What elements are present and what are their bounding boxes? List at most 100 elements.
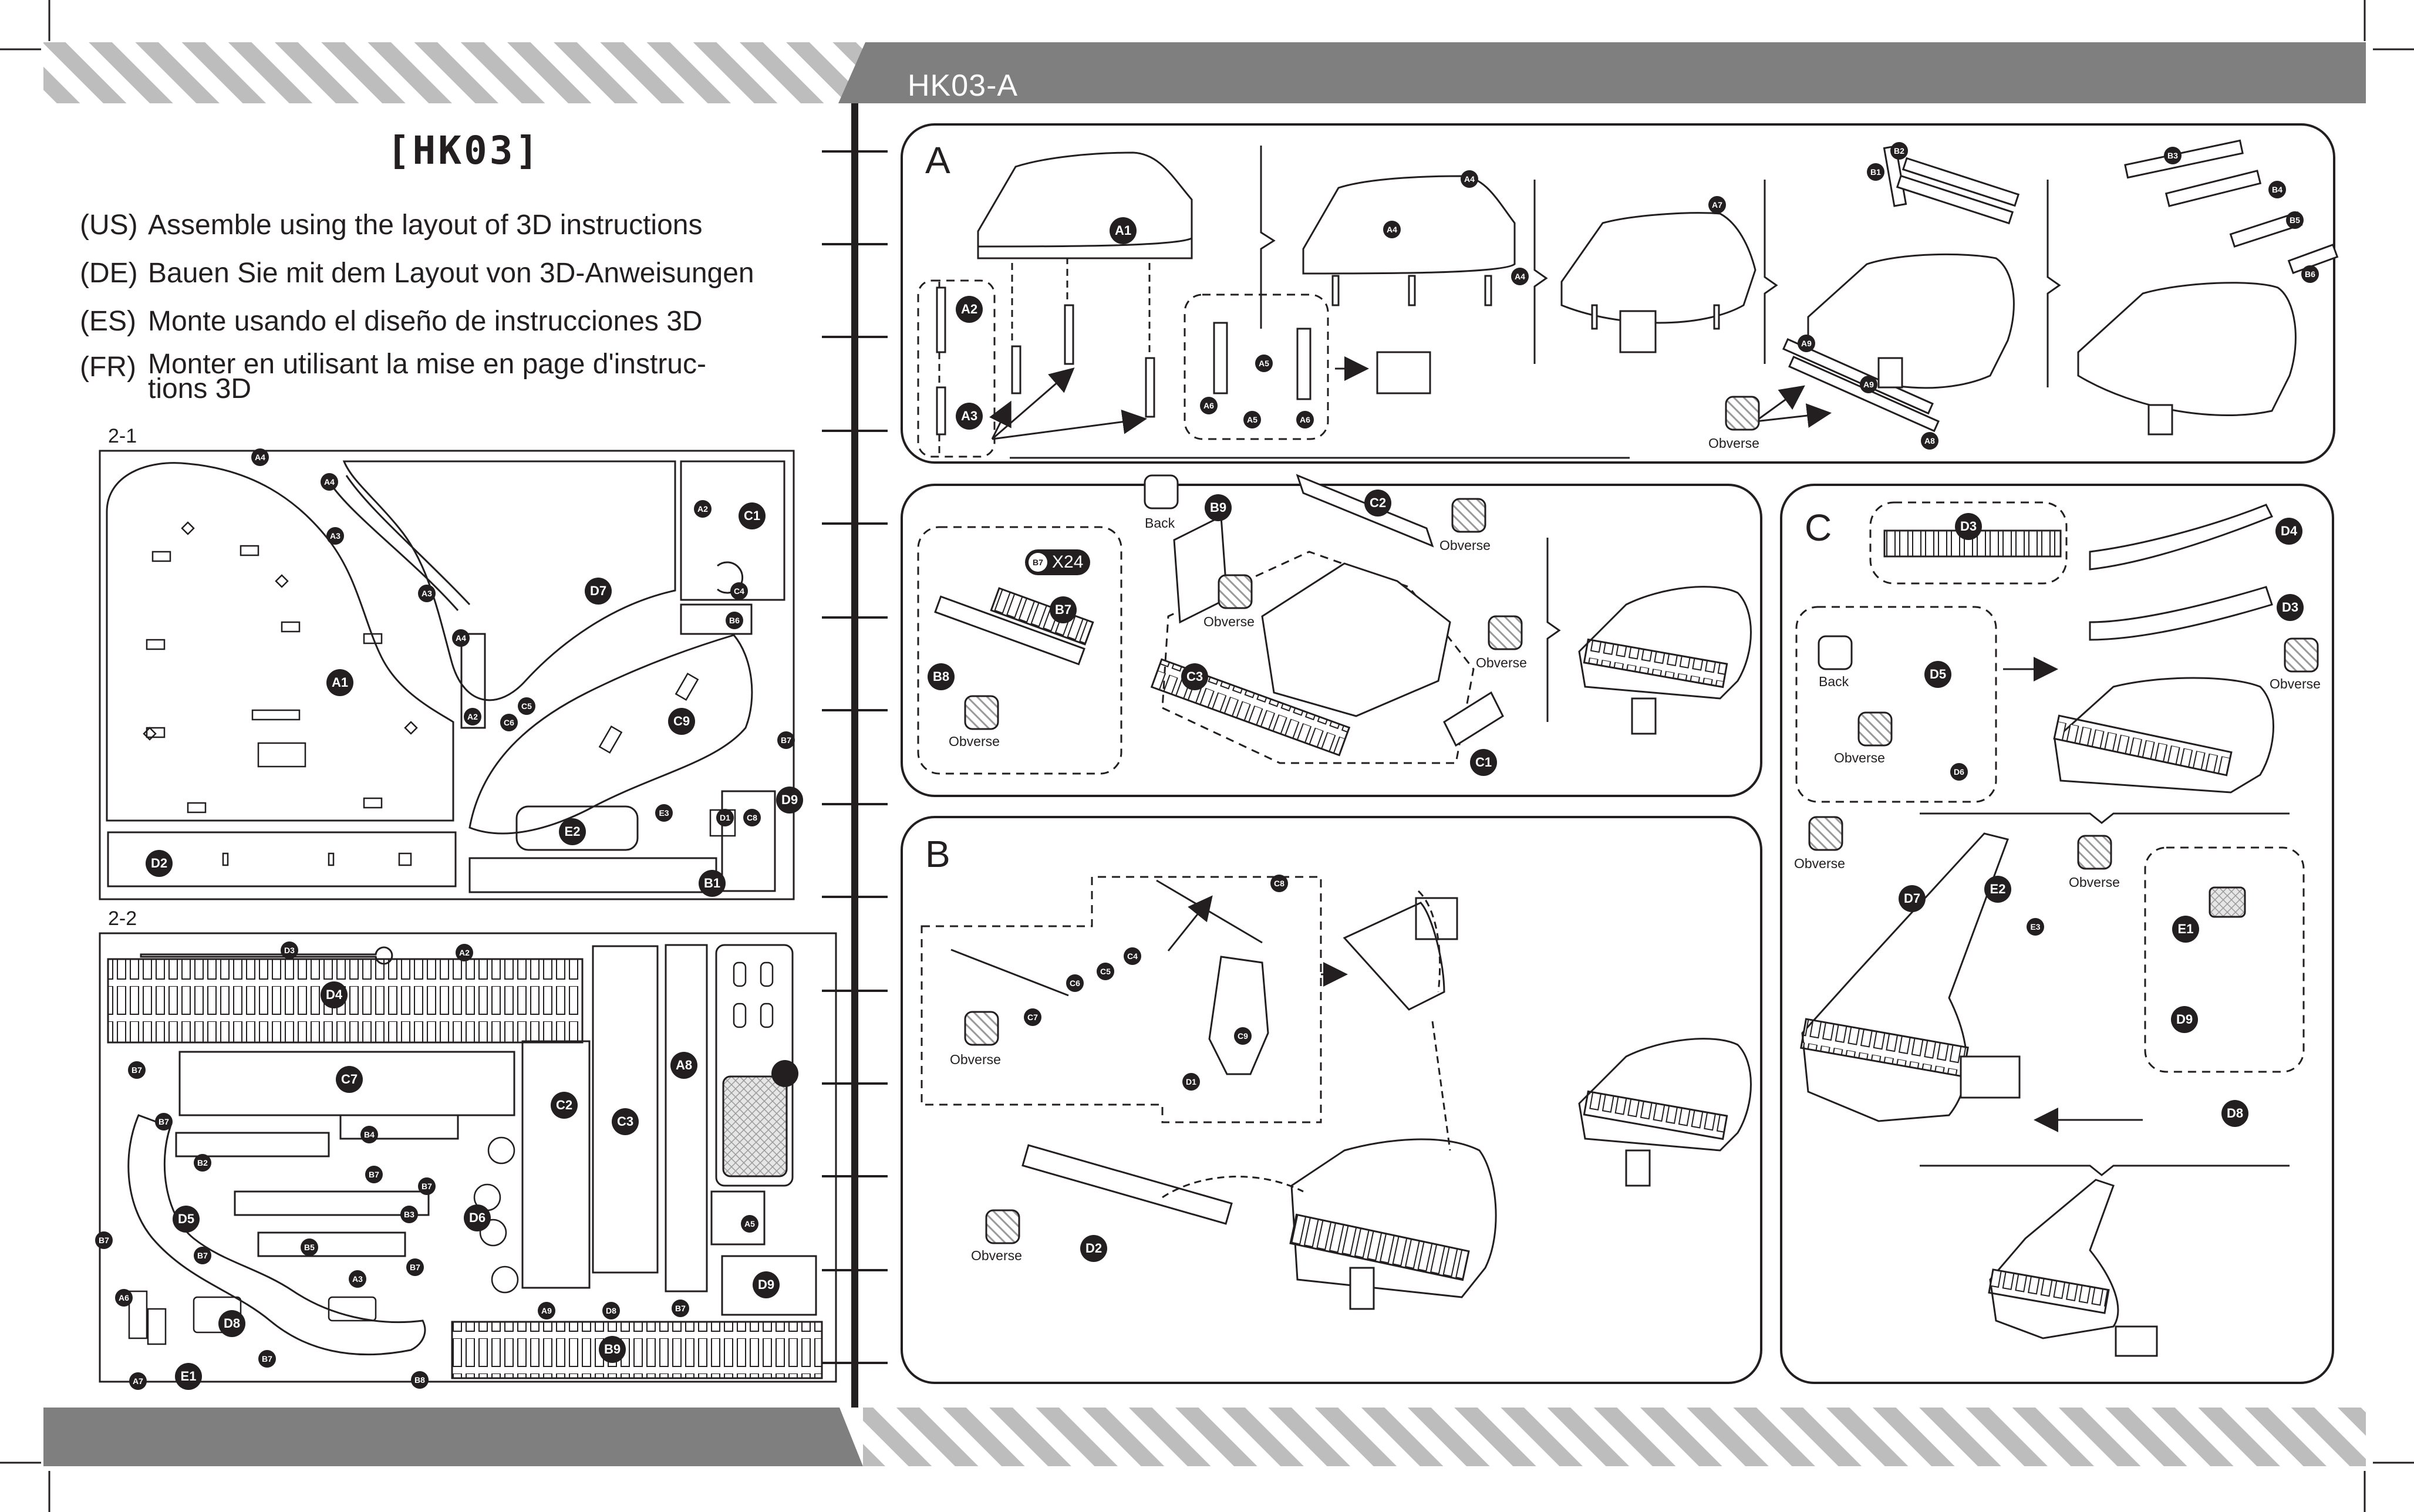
part-badge: C4: [730, 582, 748, 600]
instruction-us: (US)Assemble using the layout of 3D inst…: [80, 210, 702, 241]
part-badge: B5: [301, 1238, 318, 1256]
part-badge: E1: [2172, 916, 2199, 943]
part-badge: C6: [500, 714, 518, 731]
part-badge: D6: [1950, 763, 1968, 781]
part-badge: D2: [146, 850, 173, 877]
part-badge: C1: [739, 502, 766, 529]
obverse-label: Obverse: [1834, 750, 1885, 765]
part-badge: D9: [2171, 1006, 2198, 1033]
instruction-de: (DE)Bauen Sie mit dem Layout von 3D-Anwe…: [80, 258, 754, 289]
panel-a-arrows: [989, 258, 1832, 440]
part-badge: E3: [2027, 918, 2044, 936]
part-badge: A4: [251, 448, 269, 466]
obverse-label: Obverse: [1439, 538, 1491, 553]
part-badge: A9: [1798, 335, 1815, 352]
instruction-text: Monter en utilisant la mise en page d'in…: [148, 349, 706, 404]
part-badge: B3: [400, 1206, 418, 1223]
part-badge: B7: [365, 1166, 383, 1183]
part-badge: D8: [218, 1310, 245, 1337]
part-badge: B4: [360, 1126, 378, 1143]
part-badge: D1: [1182, 1073, 1200, 1091]
instruction-es: (ES) Monte usando el diseño de instruccio…: [80, 306, 703, 337]
panel-b-arrows: [1162, 895, 1451, 1199]
obverse-label: Obverse: [1476, 655, 1527, 670]
back-label: Back: [1145, 515, 1175, 531]
part-badge: A3: [956, 403, 983, 430]
part-badge: B7: [672, 1300, 689, 1317]
part-badge: B8: [928, 663, 955, 690]
obverse-label: Obverse: [950, 1052, 1001, 1067]
part-badge: A2: [694, 500, 712, 518]
part-badge: A9: [538, 1302, 555, 1319]
part-badge: E1: [175, 1363, 202, 1390]
part-badge: C5: [518, 697, 535, 715]
part-badge: A8: [1921, 432, 1938, 450]
part-badge: D7: [585, 578, 612, 605]
sheet-label-2-1: 2-1: [108, 425, 137, 447]
part-badge: A2: [464, 708, 481, 725]
part-badge: D3: [2277, 594, 2304, 621]
lang-code: (ES): [80, 306, 136, 337]
part-badge: D4: [2275, 518, 2302, 545]
part-badge: A2: [956, 296, 983, 323]
obverse-label: Obverse: [949, 734, 1000, 749]
part-badge: B7: [418, 1177, 436, 1195]
part-badge: C1: [1470, 749, 1497, 776]
obverse-label: Obverse: [1794, 856, 1845, 871]
part-badge: D3: [281, 941, 298, 959]
part-badge: B7: [155, 1113, 173, 1130]
panel-b-drawings: [921, 876, 1752, 1310]
obverse-label: Obverse: [1203, 614, 1255, 629]
instruction-text: Monte usando el diseño de instrucciones …: [148, 306, 703, 337]
step-letter-b: B: [925, 833, 950, 875]
part-badge: A6: [115, 1289, 133, 1307]
part-badge: A1: [326, 669, 353, 696]
part-badge: D3: [1955, 513, 1982, 540]
part-badge: B7: [1050, 596, 1077, 623]
panel-a-dividers: [1010, 146, 2061, 722]
instruction-text: Assemble using the layout of 3D instruct…: [148, 210, 703, 241]
part-badge: A4: [321, 473, 338, 491]
part-badge: B3: [2164, 147, 2182, 164]
part-badge: C9: [1234, 1027, 1252, 1045]
part-badge: A5: [1243, 411, 1261, 428]
top-banner: [43, 42, 2366, 103]
panel-a-lower-drawings: [917, 474, 1752, 775]
part-badge: D1: [716, 809, 734, 826]
part-badge: B7: [95, 1231, 113, 1249]
part-badge: C4: [1124, 947, 1141, 965]
lang-code: (FR): [80, 352, 136, 383]
panel-c: [1780, 484, 2334, 1384]
back-swatches: [1144, 474, 1853, 670]
part-badge: C9: [668, 708, 695, 735]
part-badge: A5: [741, 1215, 758, 1233]
quantity-count: X24: [1052, 552, 1084, 572]
part-badge: A8: [670, 1052, 697, 1079]
part-badge: A7: [1708, 196, 1726, 214]
part-badge: B6: [726, 612, 743, 629]
part-badge: C7: [1024, 1008, 1041, 1026]
part-badge: B4: [2268, 181, 2286, 198]
panel-c-drawings: [1795, 501, 2305, 1357]
part-badge: D6: [464, 1204, 491, 1231]
part-badge: A3: [326, 527, 344, 545]
part-badge: B9: [1205, 494, 1232, 521]
part-badge: B9: [599, 1336, 626, 1363]
part-badge: C8: [1270, 875, 1288, 892]
part-badge: C3: [1181, 663, 1208, 690]
obverse-swatches: [964, 396, 2319, 1244]
bottom-banner: [43, 1408, 2366, 1466]
part-badge: D5: [1924, 661, 1951, 688]
part-badge: A4: [1383, 221, 1401, 238]
part-badge: C2: [551, 1092, 578, 1119]
part-badge: C6: [1066, 974, 1084, 992]
step-letter-c: C: [1805, 507, 1832, 549]
part-badge: A5: [1255, 355, 1273, 372]
part-badge: A2: [456, 944, 473, 961]
panel-a-drawings: [917, 139, 2339, 458]
part-badge: [771, 1060, 798, 1087]
part-badge: D7: [1899, 885, 1926, 912]
part-badge: C5: [1097, 963, 1114, 980]
